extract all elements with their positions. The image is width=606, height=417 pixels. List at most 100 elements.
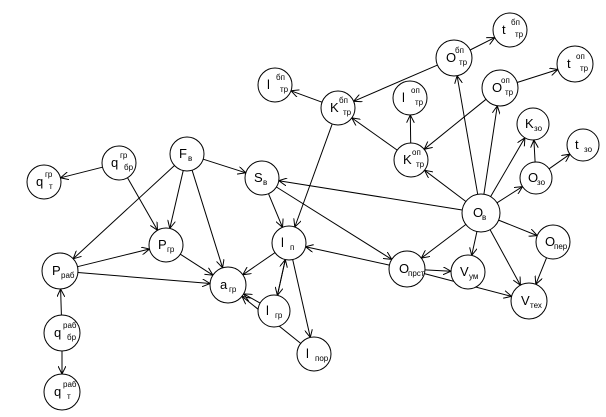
node-circle	[492, 12, 528, 48]
node-label-base: K	[403, 152, 412, 167]
node-label-subscript: тр	[515, 30, 524, 39]
node-label-superscript: оп	[412, 148, 421, 157]
node-label-superscript: бп	[276, 73, 285, 82]
node-circle	[435, 39, 473, 77]
node-circle	[43, 314, 81, 352]
node-label-subscript: т	[67, 392, 71, 401]
edge-O_v-to-V_tex	[489, 229, 520, 286]
node-label-subscript: тех	[530, 301, 542, 310]
node-label-subscript: прст	[408, 269, 425, 278]
node-label-subscript: тр	[580, 64, 589, 73]
node-circle	[556, 45, 594, 83]
node-label-superscript: раб	[63, 321, 77, 330]
edge-F_v-to-P_rab	[73, 165, 175, 259]
node-label-base: P	[158, 237, 167, 252]
node-label-base: O	[399, 261, 409, 276]
node-label-subscript: гр	[167, 245, 175, 254]
edge-O_v-to-O_bp_tr	[457, 76, 479, 195]
node-label-subscript: тр	[416, 160, 425, 169]
node-label-subscript: зо	[584, 145, 593, 154]
node-label-base: q	[111, 155, 118, 170]
node-circle	[516, 107, 550, 141]
node-label-base: l	[306, 346, 309, 361]
node-label-base: K	[525, 116, 534, 131]
edge-P_rab-to-a_gr	[77, 272, 210, 284]
edge-q_rab_br-to-P_rab	[61, 289, 62, 316]
node-label-subscript: зо	[537, 178, 546, 187]
node-label-base: S	[254, 170, 263, 185]
node-label-superscript: бп	[339, 96, 348, 105]
node-label-subscript: т	[49, 182, 53, 191]
edge-S_v-to-l_n	[268, 193, 283, 228]
node-O_zo: Oзо	[519, 161, 553, 195]
node-label-subscript: в	[482, 213, 486, 222]
node-label-superscript: гр	[120, 151, 128, 160]
edge-l_gr-to-l_n	[276, 260, 285, 296]
edge-F_v-to-a_gr	[191, 170, 223, 268]
edge-O_zo-to-t_zo	[548, 154, 570, 170]
node-label-subscript: гр	[229, 285, 237, 294]
edge-O_op_tr-to-K_op_tr	[424, 98, 487, 149]
edge-O_bp_tr-to-K_bp_tr	[354, 64, 438, 101]
node-label-superscript: бп	[511, 18, 520, 27]
node-label-superscript: оп	[411, 86, 420, 95]
node-circle	[257, 294, 291, 328]
node-circle	[481, 69, 519, 107]
node-label-subscript: тр	[415, 98, 424, 107]
edge-O_bp_tr-to-t_bp_tr	[469, 38, 495, 51]
node-label-subscript: в	[263, 178, 267, 187]
node-circle	[296, 336, 332, 372]
node-circle	[388, 250, 426, 288]
node-label-superscript: гр	[45, 170, 53, 179]
edge-O_prst-to-V_ym	[424, 270, 451, 271]
node-label-subscript: тр	[505, 88, 514, 97]
node-circle	[519, 161, 553, 195]
node-circle	[148, 227, 184, 263]
node-label-base: t	[502, 22, 506, 37]
node-circle	[101, 145, 137, 181]
node-label-base: O	[528, 170, 538, 185]
edge-l_n-to-a_gr	[243, 252, 276, 275]
edge-q_gr_br-to-q_gr_t	[61, 166, 103, 178]
node-label-superscript: оп	[576, 52, 585, 61]
node-label-subscript: тр	[459, 58, 468, 67]
node-label-base: O	[473, 205, 483, 220]
edge-O_v-to-K_zo	[490, 138, 525, 197]
node-label-base: q	[54, 325, 61, 340]
node-label-subscript: раб	[61, 271, 75, 280]
node-label-superscript: бп	[455, 46, 464, 55]
node-label-subscript: пор	[315, 354, 329, 363]
edge-K_bp_tr-to-l_n	[295, 123, 333, 227]
node-circle	[566, 128, 600, 162]
node-label-superscript: раб	[63, 380, 77, 389]
edge-O_zo-to-K_zo	[534, 140, 535, 163]
node-circle	[461, 193, 501, 233]
node-label-superscript: оп	[501, 76, 510, 85]
node-label-base: P	[52, 263, 61, 278]
edge-O_v-to-V_ym	[472, 231, 478, 256]
node-label-base: t	[575, 137, 579, 152]
edge-O_op_tr-to-t_op_tr	[516, 70, 558, 83]
node-label-base: l	[281, 235, 284, 250]
edge-O_v-to-O_zo	[496, 187, 523, 204]
